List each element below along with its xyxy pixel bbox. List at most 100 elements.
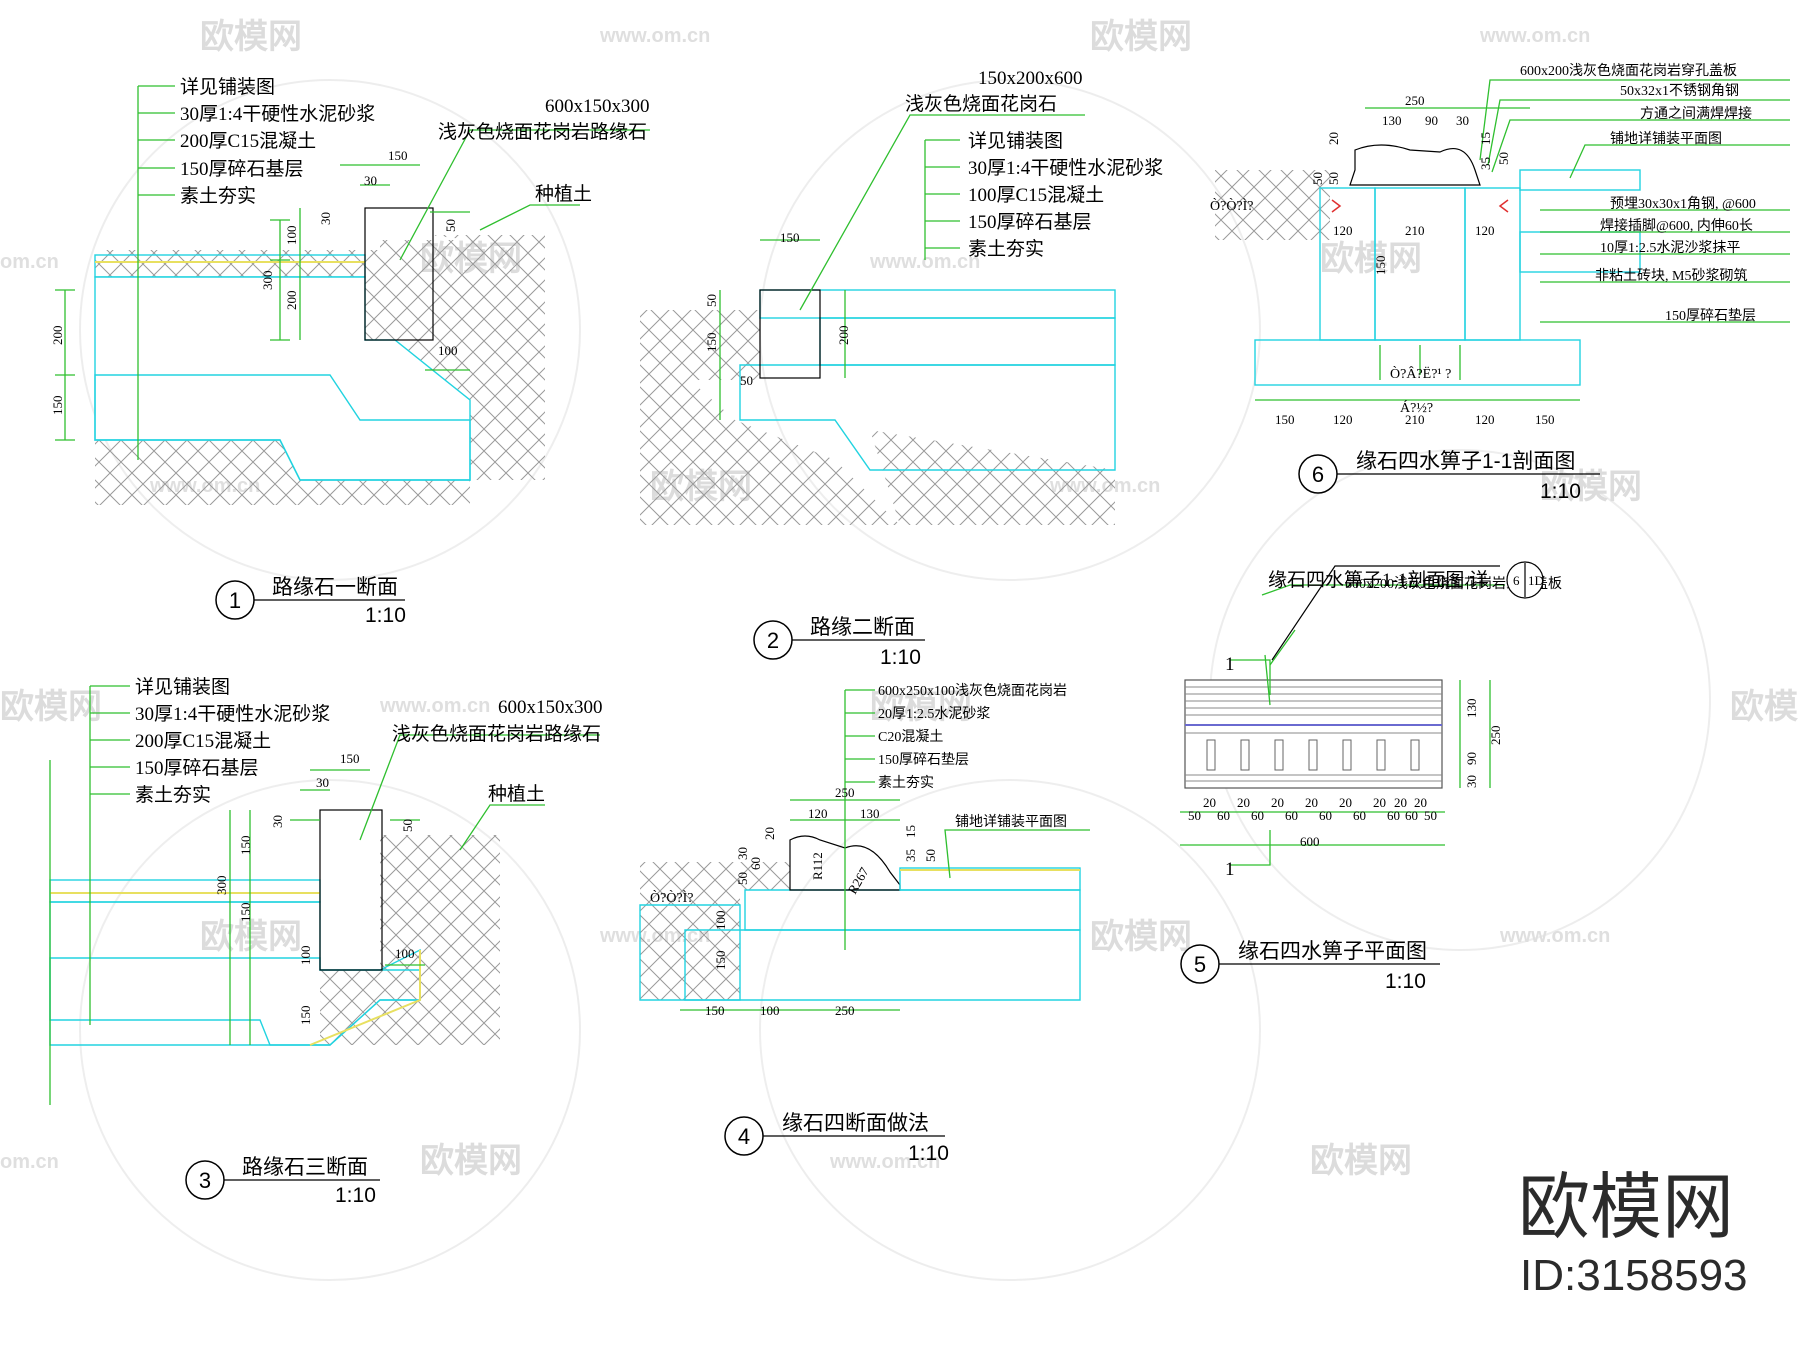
dim-label: 100 — [395, 946, 415, 961]
notes-list: 600x250x100浅灰色烧面花岗岩 20厚1:2.5水泥砂浆 C20混凝土 … — [878, 682, 1067, 791]
note-text: 素土夯实 — [968, 238, 1044, 260]
dim-label: 150 — [713, 951, 728, 971]
note-text: 素土夯实 — [180, 185, 256, 207]
detail-number: 1 — [229, 588, 241, 613]
paving-label: 铺地详铺装平面图 — [955, 814, 1067, 830]
curb-material-label: 浅灰色烧面花岗岩路缘石 — [438, 121, 647, 143]
detail-scale: 1:10 — [365, 604, 406, 627]
dim-label: 50 — [1496, 152, 1511, 165]
note-text: 100厚C15混凝土 — [968, 184, 1104, 206]
dim-label: 30 — [1456, 113, 1469, 128]
dimension-labels: 50 60 60 60 60 60 60 60 50 20 20 20 20 2… — [1188, 699, 1503, 850]
gravel-layer — [94, 374, 471, 481]
dim-label: 20 — [1305, 795, 1318, 810]
dim-label: 150 — [704, 333, 719, 353]
note-text: 50x32x1不锈钢角钢 — [1620, 83, 1739, 99]
note-text: 150厚碎石基层 — [180, 158, 304, 180]
dim-label: 30 — [318, 212, 333, 225]
dim-label: 150 — [50, 396, 65, 416]
grate-top-lines — [1185, 686, 1442, 782]
dim-label: 60 — [1319, 808, 1332, 823]
concrete-layer — [819, 317, 1116, 366]
watermark-brand: 欧模网 — [0, 687, 102, 727]
dim-label: 210 — [1405, 412, 1425, 427]
detail-title: 路缘二断面 — [810, 616, 915, 639]
note-text: 详见铺装图 — [968, 130, 1063, 152]
reference-label: 缘石四水箅子1-1剖面图 详 — [1268, 569, 1488, 591]
dim-label: 60 — [1405, 808, 1418, 823]
dim-label: 130 — [1464, 699, 1479, 719]
gravel-layer — [684, 929, 1081, 1001]
dim-label: 90 — [1425, 113, 1438, 128]
note-text: 30厚1:4干硬性水泥砂浆 — [135, 703, 330, 725]
dim-label: 100 — [284, 226, 299, 246]
detail-number: 3 — [199, 1168, 211, 1193]
dim-label: 35 — [903, 849, 918, 862]
watermark-brand: 欧模网 — [200, 17, 302, 57]
detail-title: 缘石四水箅子1-1剖面图 — [1356, 450, 1575, 473]
dim-label: 60 — [1285, 808, 1298, 823]
soil-label: 种植土 — [535, 183, 592, 205]
dim-label: R112 — [810, 852, 825, 880]
section-mark: 1 — [1225, 654, 1235, 675]
concrete-layer — [95, 277, 470, 480]
brand-name: 欧模网 — [1518, 1165, 1734, 1249]
garbled-label: Ò?Ò?Ì? — [1210, 197, 1254, 214]
dimension-labels: 150 30 30 50 100 300 200 100 200 150 — [50, 148, 458, 415]
detail-number: 6 — [1312, 462, 1324, 487]
note-text: 150厚碎石基层 — [968, 211, 1092, 233]
brand-id: ID:3158593 — [1520, 1251, 1748, 1300]
detail-number: 4 — [738, 1124, 750, 1149]
paving-layer — [1519, 169, 1641, 191]
watermark-brand: 欧模网 — [1320, 239, 1422, 279]
dim-label: 30 — [1464, 775, 1479, 788]
watermark-url: www.om.cn — [869, 251, 980, 273]
dim-label: 20 — [1339, 795, 1352, 810]
detail-5-grate-plan: 600x200浅灰色烧面花岗岩穿孔盖板 缘石四水箅子1-1剖面图 详 6 1D … — [1180, 561, 1562, 993]
dim-label: 20 — [1237, 795, 1250, 810]
dim-label: 15 — [903, 825, 918, 838]
note-text: 方通之间满焊焊接 — [1640, 105, 1752, 122]
dim-label: 60 — [1251, 808, 1264, 823]
planting-soil-hatch — [430, 235, 545, 480]
dim-label: 20 — [1414, 795, 1427, 810]
note-text: 20厚1:2.5水泥砂浆 — [878, 706, 990, 722]
detail-title: 缘石四水箅子平面图 — [1238, 940, 1427, 963]
detail-2-curb-section: 150x200x600 浅灰色烧面花岗石 详见铺装图 30厚1:4干硬性水泥砂浆… — [640, 68, 1163, 669]
soil-hatch — [640, 862, 790, 1000]
dim-label: 250 — [1488, 726, 1503, 746]
detail-title: 路缘石三断面 — [242, 1156, 368, 1179]
note-leader — [137, 85, 175, 460]
dim-total: 600 — [1300, 834, 1320, 849]
gravel-layer — [739, 364, 1116, 471]
grate-slots — [1206, 739, 1420, 771]
dim-label: 250 — [835, 785, 855, 800]
dim-label: 100 — [760, 1003, 780, 1018]
section-mark: 1 — [1225, 859, 1235, 880]
dim-label: 120 — [1475, 412, 1495, 427]
dim-label: 20 — [1203, 795, 1216, 810]
dim-label: 60 — [1217, 808, 1230, 823]
dim-label: 150 — [1373, 256, 1388, 276]
dim-label: 200 — [836, 326, 851, 346]
watermark-brand: 欧模网 — [1090, 917, 1192, 957]
note-text: 30厚1:4干硬性水泥砂浆 — [180, 103, 375, 125]
dim-label: 150 — [780, 230, 800, 245]
note-text: 150厚碎石垫层 — [1665, 308, 1756, 324]
dim-label: 50 — [704, 294, 719, 307]
dim-label: 60 — [1353, 808, 1366, 823]
dim-label: 30 — [735, 847, 750, 860]
soil-hatch — [1215, 170, 1330, 240]
reference-bubble-bottom: 1D — [1528, 573, 1544, 588]
note-text: 焊接插脚@600, 内伸60长 — [1600, 217, 1753, 234]
dim-label: 50 — [400, 819, 415, 832]
note-text: 600x200浅灰色烧面花岗岩穿孔盖板 — [1520, 62, 1737, 79]
note-leader — [1479, 79, 1790, 323]
detail-scale: 1:10 — [335, 1184, 376, 1207]
angle-steel-mark — [1331, 199, 1509, 213]
soil-hatch — [640, 310, 900, 525]
perforated-cover — [1349, 144, 1481, 186]
watermark-url: www.om.cn — [379, 695, 490, 717]
dim-label: 50 — [740, 373, 753, 388]
